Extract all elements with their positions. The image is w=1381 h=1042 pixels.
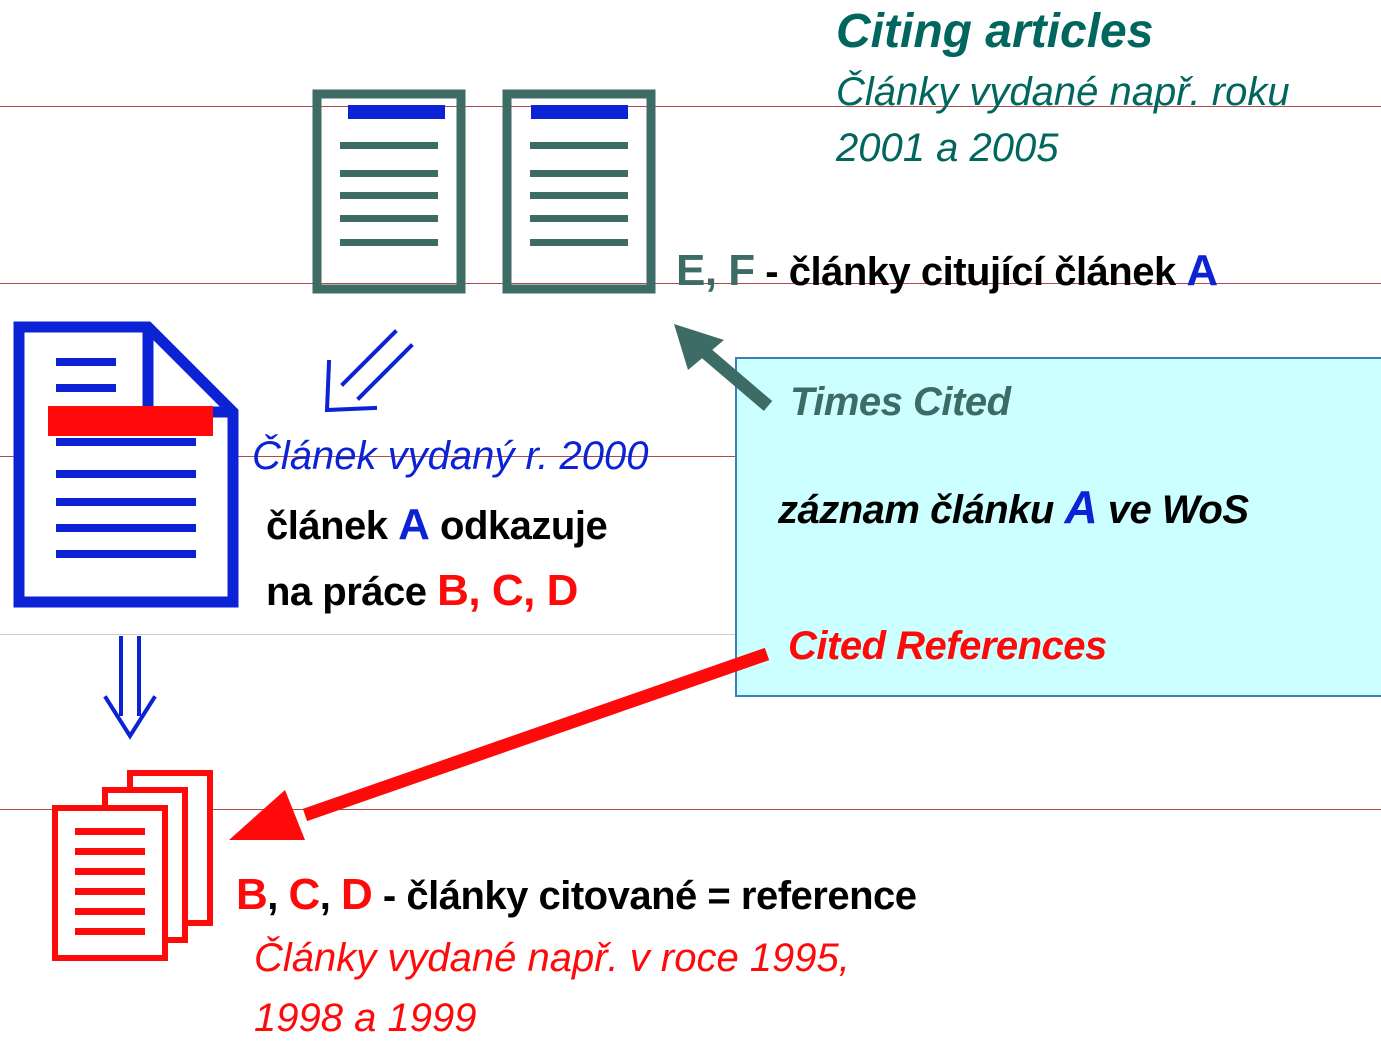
cited-documents-icon	[52, 770, 213, 961]
citing-articles-subtitle-line2: 2001 a 2005	[836, 126, 1059, 170]
citing-articles-subtitle-line1: Články vydané např. roku	[836, 70, 1290, 114]
article-a-line2: na práce B, C, D	[266, 566, 578, 616]
bcd-sep-2: ,	[319, 874, 342, 918]
article-a-line1: článek A odkazuje	[266, 500, 608, 550]
ef-label: E, F - články citující článek A	[676, 246, 1218, 296]
citing-articles-title: Citing articles	[836, 5, 1154, 58]
wos-record-letter: A	[1064, 481, 1098, 533]
article-a-caption: Článek vydaný r. 2000	[252, 434, 649, 478]
bcd-letter-c: C	[288, 870, 321, 919]
bcd-sep-1: ,	[267, 874, 289, 918]
article-a-line1-pre: článek	[266, 504, 399, 548]
cited-caption-line2: 1998 a 1999	[254, 996, 477, 1040]
rule-line	[0, 106, 1381, 107]
wos-record-post: ve WoS	[1097, 488, 1249, 532]
times-cited-label: Times Cited	[790, 380, 1011, 424]
cited-references-label: Cited References	[788, 624, 1107, 668]
references-down-arrow-icon	[103, 636, 157, 740]
article-a-line2-letters: B, C, D	[437, 566, 578, 615]
references-diagonal-arrow-icon	[324, 329, 414, 413]
wos-record-pre: záznam článku	[778, 488, 1065, 532]
bcd-letter-b: B	[236, 870, 268, 919]
ef-letter-a: A	[1186, 246, 1218, 295]
cited-references-arrow-icon	[229, 647, 770, 840]
wos-record-box	[735, 357, 1381, 697]
citing-documents-icon	[312, 89, 656, 294]
article-a-line1-post: odkazuje	[429, 504, 608, 548]
article-a-letter: A	[398, 500, 430, 549]
times-cited-arrow-icon	[674, 324, 773, 411]
article-a-line2-pre: na práce	[266, 570, 438, 614]
rule-line	[0, 283, 1381, 284]
ef-text: - články citující článek	[754, 250, 1187, 294]
rule-line	[0, 456, 1381, 457]
rule-line	[0, 634, 1381, 635]
article-a-document-icon	[13, 321, 239, 608]
wos-record-label: záznam článku A ve WoS	[778, 480, 1249, 534]
bcd-letter-d: D	[341, 870, 373, 919]
bcd-text: - články citované = reference	[372, 874, 917, 918]
cited-caption-line1: Články vydané např. v roce 1995,	[254, 936, 850, 980]
ef-letters: E, F	[676, 246, 755, 295]
rule-line	[0, 809, 1381, 810]
bcd-label: B, C, D - články citované = reference	[236, 870, 917, 920]
